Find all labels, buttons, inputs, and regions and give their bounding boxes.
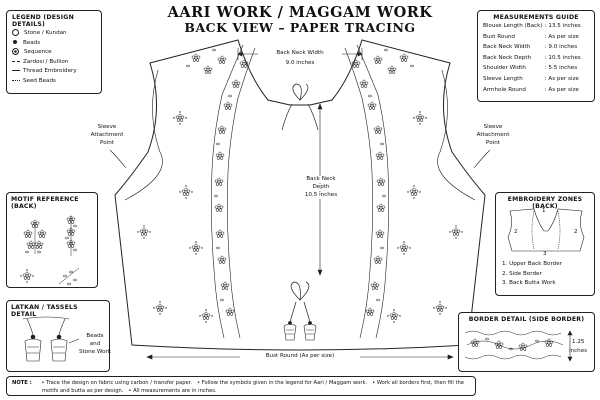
stone-icon [12, 29, 19, 36]
border-height-dimension [567, 330, 573, 362]
latkan-callout-line3: Stone Work [78, 349, 112, 355]
zones-list: 1. Upper Back Border 2. Side Border 3. B… [502, 260, 562, 289]
table-row: Sleeve Length:As per size [483, 75, 579, 82]
butta-motif [20, 269, 33, 282]
table-row: Shoulder Width:5.5 inches [483, 65, 578, 72]
motif-reference-drawings [11, 215, 80, 286]
neck-depth-label-line1: Back Neck [298, 176, 344, 183]
table-row: Bust Round:As per size [483, 33, 579, 40]
legend-item: Stone / Kundan [12, 29, 96, 39]
legend-item: Thread Embroidery [12, 67, 96, 77]
thread-line-icon [12, 70, 20, 72]
note-bullet: • [368, 380, 377, 386]
leaf-sprig-motif [58, 267, 80, 286]
legend-item: Zardosi / Bullion [12, 58, 96, 68]
border-detail-panel: BORDER DETAIL (SIDE BORDER) 1.25 inches [458, 312, 595, 372]
sleeve-right-label-line2: Attachment [476, 132, 510, 138]
measurements-panel: MEASUREMENTS GUIDE Blouse Length (Back):… [477, 10, 595, 102]
note-item: All measurements are in inches. [133, 388, 217, 394]
left-side-border [211, 44, 256, 339]
bust-round-label: Bust Round (As per size) [240, 353, 360, 360]
list-item: 1. Upper Back Border [502, 261, 562, 267]
page-subtitle: BACK VIEW – PAPER TRACING [184, 20, 416, 35]
latkan-panel: LATKAN / TASSELS DETAIL Beads and Stone … [6, 300, 111, 372]
latkan-drawing [22, 316, 80, 362]
table-row: Back Neck Depth:10.5 inches [483, 54, 581, 61]
note-item: motifs and butta as per design. [42, 388, 124, 394]
list-item: 3. Back Butta Work [502, 280, 556, 287]
border-height-value: 1.25 [572, 339, 585, 345]
sleeve-right-label-line3: Point [486, 140, 500, 146]
seed-beads-icon [12, 79, 20, 81]
latkan-callout-line1: Beads [86, 333, 104, 339]
motif-reference-heading: MOTIF REFERENCE (BACK) [11, 196, 79, 210]
list-item: 2. Side Border [502, 270, 542, 277]
blouse-outline [114, 39, 486, 351]
page-title: AARI WORK / MAGGAM WORK [167, 4, 433, 21]
zone-label-3: 3 [543, 251, 547, 257]
sleeve-left-label-line2: Attachment [90, 132, 124, 138]
sleeve-left-label-line1: Sleeve [97, 124, 117, 130]
note-bar: NOTE : • Trace the design on fabric usin… [6, 376, 476, 396]
zone-label-2-left: 2 [514, 229, 518, 235]
sleeve-right-label-line1: Sleeve [483, 124, 503, 130]
note-bullet: • [41, 380, 47, 386]
right-side-border [344, 44, 389, 339]
latkan-callout-line2: and [89, 341, 101, 347]
latkan-heading: LATKAN / TASSELS DETAIL [11, 304, 78, 318]
border-detail-drawing [464, 330, 564, 360]
legend-heading: LEGEND (DESIGN DETAILS) [12, 14, 74, 28]
table-row: Back Neck Width:9.0 inches [483, 44, 578, 51]
zone-label-1: 1 [542, 208, 546, 214]
tassels [283, 321, 317, 341]
table-row: Blouse Length (Back):13.5 inches [483, 23, 581, 29]
zones-blouse-drawing [507, 208, 585, 252]
note-item: Trace the design on fabric using carbon … [46, 380, 193, 386]
sleeve-pointers [109, 149, 491, 169]
table-row: Armhole Round:As per size [483, 86, 579, 93]
note-label: NOTE : [12, 380, 32, 386]
neck-depth-label-line2: Depth [298, 184, 344, 191]
note-item: Work all borders first, then fill the [376, 380, 464, 386]
floral-spray-motif [23, 219, 47, 254]
bead-icon [13, 40, 17, 45]
legend-item: Beads [12, 39, 96, 49]
vertical-creeper-motif [64, 215, 78, 256]
embroidery-zones-panel: EMBROIDERY ZONES (BACK) 1 2 2 3 1. Upper… [495, 192, 595, 296]
note-bullet: • [193, 380, 202, 386]
back-tie-strings [281, 83, 319, 323]
legend-item: Sequence [12, 48, 96, 58]
note-bullet: • [125, 388, 134, 394]
legend-item: Seed Beads [12, 77, 96, 87]
note-item: Follow the symbols given in the legend f… [201, 380, 368, 386]
neck-depth-value: 10.5 inches [298, 192, 344, 199]
sleeve-left-label-line3: Point [100, 140, 114, 146]
zardosi-line-icon [12, 60, 20, 62]
sequence-icon [12, 48, 19, 56]
zone-label-2-right: 2 [574, 229, 578, 235]
legend-panel: LEGEND (DESIGN DETAILS) Stone / Kundan B… [6, 10, 102, 94]
border-height-unit: inches [569, 348, 588, 354]
left-border-motifs [213, 59, 249, 317]
measurements-table: Blouse Length (Back):13.5 inches Bust Ro… [482, 21, 582, 95]
motif-reference-panel: MOTIF REFERENCE (BACK) [6, 192, 98, 288]
border-detail-heading: BORDER DETAIL (SIDE BORDER) [468, 316, 585, 323]
embroidery-zones-heading: EMBROIDERY ZONES (BACK) [507, 196, 583, 210]
neck-width-value: 9.0 inches [285, 60, 315, 66]
neck-width-label: Back Neck Width [258, 50, 342, 57]
right-border-motifs [351, 59, 387, 317]
measurements-heading: MEASUREMENTS GUIDE [493, 14, 579, 21]
